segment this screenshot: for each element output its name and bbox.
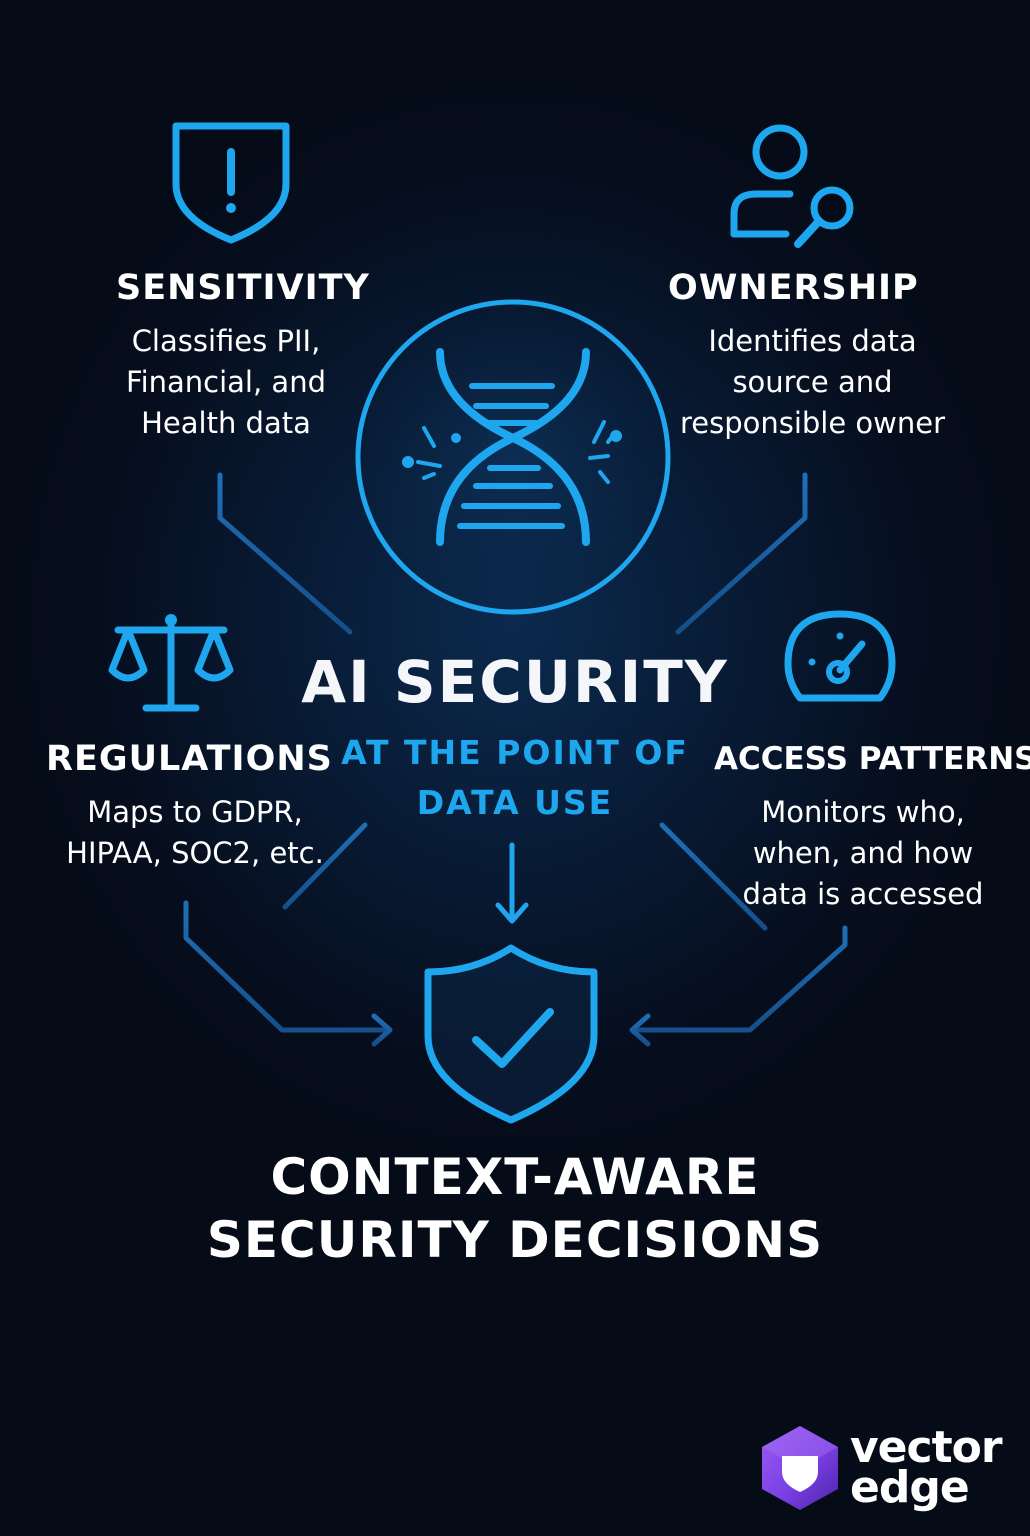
regulations-title: REGULATIONS (46, 739, 333, 779)
regulations-icon-wrap (106, 610, 236, 720)
regulations-line-2: HIPAA, SOC2, etc. (66, 836, 324, 870)
ownership-icon-wrap (726, 122, 860, 258)
shield-check-icon (424, 944, 598, 1124)
user-search-icon (730, 124, 854, 248)
access-patterns-line-3: data is accessed (742, 877, 984, 911)
ownership-line-1: Identifies data (708, 324, 917, 358)
connector-sensitivity (217, 472, 353, 635)
sensitivity-icon-wrap (168, 122, 294, 248)
arrowhead-left (371, 1013, 393, 1047)
connector-regulations-diag (282, 822, 368, 910)
shield-alert-icon (172, 122, 290, 244)
check-shield-wrap (420, 942, 602, 1130)
outcome-text: CONTEXT-AWARE SECURITY DECISIONS (195, 1146, 835, 1272)
regulations-description: Maps to GDPR, HIPAA, SOC2, etc. (56, 792, 334, 874)
access-icon-wrap (782, 606, 898, 710)
access-patterns-title: ACCESS PATTERNS (714, 741, 1030, 777)
sensitivity-line-3: Health data (141, 406, 311, 440)
brand-wordmark: vector edge (850, 1422, 1020, 1513)
brand-line-1: vector (850, 1422, 1003, 1473)
main-title: AI SECURITY (301, 648, 729, 716)
brand-logo-mark (758, 1424, 842, 1516)
scales-icon (108, 614, 234, 712)
sensitivity-line-1: Classifies PII, (131, 324, 321, 358)
regulations-line-1: Maps to GDPR, (87, 795, 303, 829)
arrowhead-right (629, 1013, 651, 1047)
ownership-description: Identifies data source and responsible o… (660, 321, 965, 444)
sensitivity-description: Classifies PII, Financial, and Health da… (86, 321, 366, 444)
gauge-icon (784, 610, 896, 702)
ownership-title: OWNERSHIP (668, 268, 919, 308)
outcome-line-1: CONTEXT-AWARE (270, 1148, 760, 1206)
sensitivity-line-2: Financial, and (126, 365, 326, 399)
sensitivity-title: SENSITIVITY (116, 268, 370, 308)
ownership-line-2: source and (732, 365, 893, 399)
main-subtitle-line-1: AT THE POINT OF (341, 733, 689, 772)
connector-right-to-shield (631, 925, 848, 1033)
access-patterns-line-2: when, and how (752, 836, 974, 870)
access-patterns-description: Monitors who, when, and how data is acce… (722, 792, 1004, 915)
center-down-arrowhead (495, 902, 529, 924)
main-subtitle: AT THE POINT OF DATA USE (340, 728, 690, 828)
ownership-line-3: responsible owner (679, 406, 946, 440)
access-patterns-line-1: Monitors who, (761, 795, 965, 829)
connector-access-diag (659, 822, 768, 931)
outcome-line-2: SECURITY DECISIONS (206, 1211, 824, 1269)
dna-circle (352, 296, 674, 622)
vectoredge-logo-icon (762, 1426, 838, 1510)
brand-line-2: edge (850, 1462, 970, 1513)
connector-ownership (675, 472, 808, 635)
dna-icon (355, 299, 671, 615)
main-subtitle-line-2: DATA USE (416, 783, 614, 822)
connector-left-to-shield (183, 900, 391, 1033)
